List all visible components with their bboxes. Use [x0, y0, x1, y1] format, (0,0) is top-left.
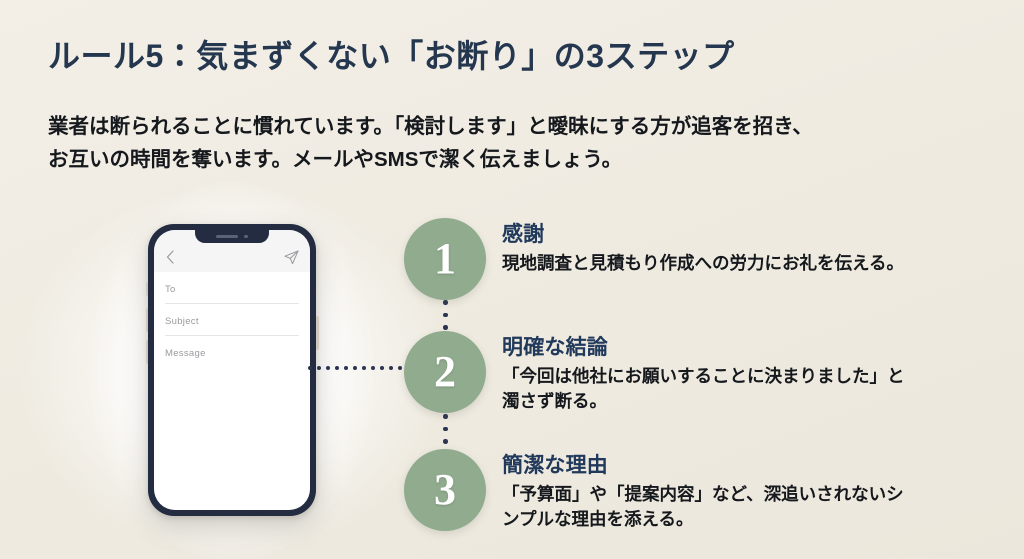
step-heading: 感謝: [502, 223, 545, 246]
message-field[interactable]: Message: [165, 348, 206, 359]
page-subtitle: 業者は断られることに慣れています。「検討します」と曖昧にする方が追客を招き、 お…: [48, 110, 978, 176]
phone-to-steps-connector: [308, 365, 420, 371]
connector-dot: [443, 325, 448, 330]
connector-dot: [371, 366, 375, 370]
front-camera-icon: [244, 234, 248, 239]
subtitle-line-1: 業者は断られることに慣れています。「検討します」と曖昧にする方が追客を招き、: [48, 115, 813, 138]
to-field[interactable]: To: [165, 272, 299, 304]
step-heading: 明確な結論: [502, 336, 608, 359]
connector-dot: [308, 366, 312, 370]
phone-power-button: [316, 316, 319, 350]
step-item-3: 3 簡潔な理由 「予算面」や「提案内容」など、深追いされないシ ンプルな理由を添…: [404, 449, 984, 532]
step-connector-1-2: [443, 300, 448, 330]
step-text-block: 感謝 現地調査と見積もり作成への労力にお礼を伝える。: [502, 218, 904, 276]
step-number-badge: 2: [404, 331, 486, 413]
connector-dot: [398, 366, 402, 370]
step-item-1: 1 感謝 現地調査と見積もり作成への労力にお礼を伝える。: [404, 218, 984, 300]
step-description-line: ンプルな理由を添える。: [502, 508, 694, 529]
subtitle-line-2: お互いの時間を奪います。メールやSMSで潔く伝えましょう。: [48, 148, 623, 172]
phone-screen: To Subject Message: [154, 230, 310, 510]
connector-dot: [335, 366, 339, 370]
step-number-badge: 3: [404, 449, 486, 531]
phone-mockup: To Subject Message: [90, 182, 374, 559]
mail-compose-fields: To Subject Message: [154, 272, 310, 367]
connector-dot: [344, 366, 348, 370]
phone-notch: [195, 230, 269, 243]
step-description: 「予算面」や「提案内容」など、深追いされないシ ンプルな理由を添える。: [502, 482, 904, 532]
connector-dot: [443, 300, 448, 305]
connector-dot: [353, 366, 357, 370]
connector-dot: [443, 439, 448, 444]
step-number-badge: 1: [404, 218, 486, 300]
step-description-line: 濁さず断る。: [502, 390, 607, 411]
earpiece-speaker-icon: [216, 235, 239, 238]
step-description: 「今回は他社にお願いすることに決まりました」と 濁さず断る。: [502, 364, 905, 414]
connector-dot: [317, 366, 321, 370]
subject-field[interactable]: Subject: [165, 304, 299, 336]
connector-dot: [326, 366, 330, 370]
phone-volume-down-button: [145, 340, 148, 364]
connector-dot: [380, 366, 384, 370]
connector-dot: [443, 426, 448, 431]
step-description-line: 「今回は他社にお願いすることに決まりました」と: [502, 365, 905, 386]
phone-volume-up-button: [145, 308, 148, 332]
phone-frame: To Subject Message: [145, 224, 319, 516]
connector-dot: [443, 312, 448, 317]
step-item-2: 2 明確な結論 「今回は他社にお願いすることに決まりました」と 濁さず断る。: [404, 331, 984, 414]
chevron-left-icon[interactable]: [165, 249, 176, 265]
step-description-line: 「予算面」や「提案内容」など、深追いされないシ: [502, 483, 904, 504]
step-text-block: 明確な結論 「今回は他社にお願いすることに決まりました」と 濁さず断る。: [502, 331, 905, 414]
connector-dot: [362, 366, 366, 370]
step-description: 現地調査と見積もり作成への労力にお礼を伝える。: [502, 251, 904, 276]
page-title: ルール5：気まずくない「お断り」の3ステップ: [48, 38, 735, 74]
step-heading: 簡潔な理由: [502, 454, 608, 477]
paper-plane-icon[interactable]: [284, 250, 299, 265]
step-text-block: 簡潔な理由 「予算面」や「提案内容」など、深追いされないシ ンプルな理由を添える…: [502, 449, 904, 532]
phone-mute-switch: [145, 282, 148, 296]
step-description-line: 現地調査と見積もり作成への労力にお礼を伝える。: [502, 252, 904, 273]
connector-dot: [389, 366, 393, 370]
connector-dot: [443, 414, 448, 419]
